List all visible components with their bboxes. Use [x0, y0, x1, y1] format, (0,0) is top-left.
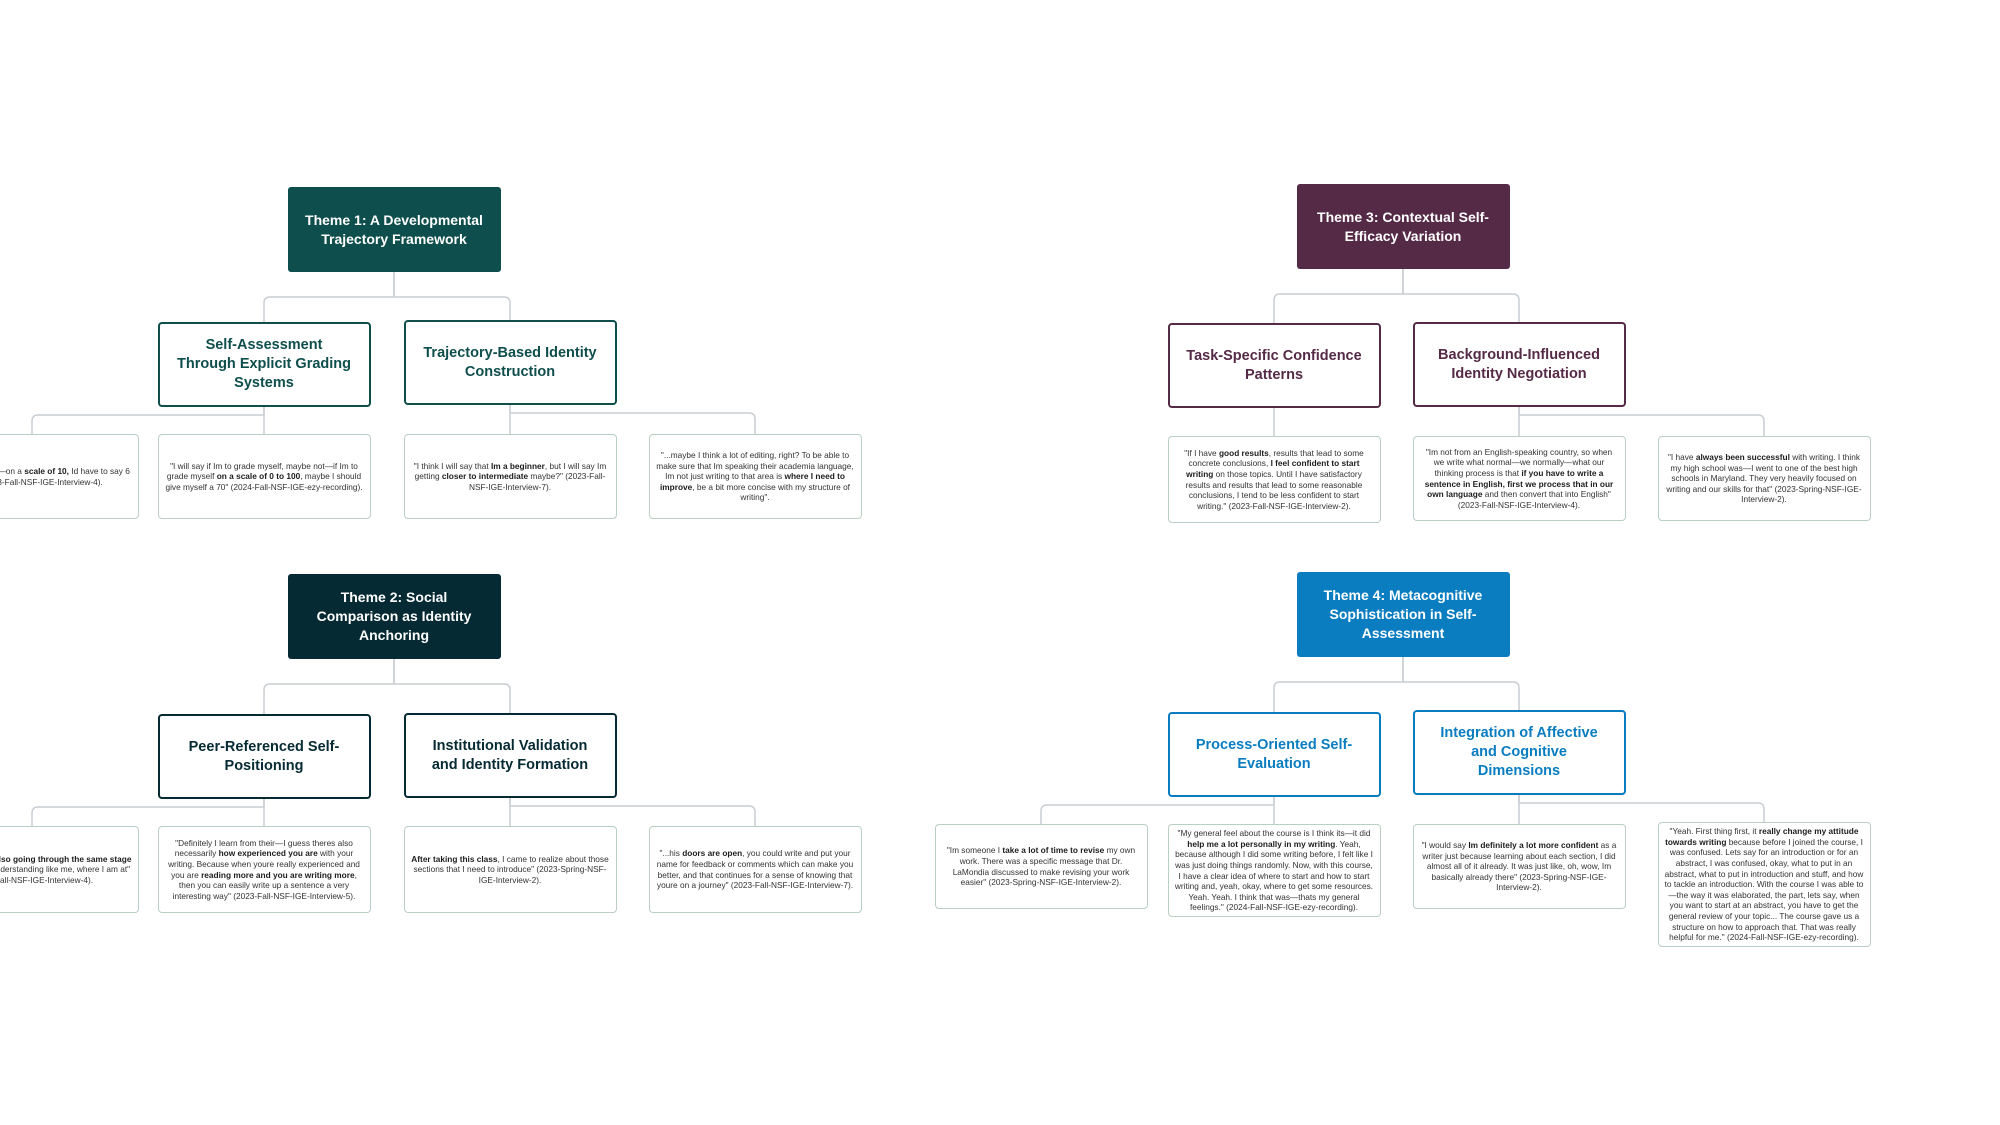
subtheme-node[interactable]: Integration of Affective and Cognitive D… — [1412, 710, 1626, 795]
quote-text: "I think they are also going through the… — [0, 853, 132, 885]
subtheme-node[interactable]: Background-Influenced Identity Negotiati… — [1412, 322, 1626, 407]
theme-node[interactable]: Theme 3: Contextual Self-Efficacy Variat… — [1296, 184, 1510, 269]
connector-corner — [748, 805, 756, 813]
connector-corner — [1040, 804, 1048, 812]
quote-text: "If I have to scale—on a scale of 10, Id… — [0, 465, 130, 487]
connector-corner — [503, 296, 511, 304]
connector-corner — [263, 683, 271, 691]
quote-card[interactable]: "My general feel about the course is I t… — [1167, 824, 1381, 917]
subtheme-node[interactable]: Self-Assessment Through Explicit Grading… — [157, 322, 371, 407]
quote-card[interactable]: "I will say if Im to grade myself, maybe… — [157, 434, 371, 519]
theme-node[interactable]: Theme 1: A Developmental Trajectory Fram… — [287, 187, 501, 272]
quote-text: "Im someone I take a lot of time to revi… — [946, 845, 1136, 888]
connector-corner — [1512, 293, 1520, 301]
quote-text: "I think I will say that Im a beginner, … — [413, 460, 607, 492]
quote-card[interactable]: "I think I will say that Im a beginner, … — [403, 434, 617, 519]
quote-card[interactable]: "Im someone I take a lot of time to revi… — [934, 824, 1148, 909]
theme-node[interactable]: Theme 2: Social Comparison as Identity A… — [287, 574, 501, 659]
subtheme-node[interactable]: Peer-Referenced Self-Positioning — [157, 714, 371, 799]
connector-corner — [503, 683, 511, 691]
subtheme-node[interactable]: Institutional Validation and Identity Fo… — [403, 713, 617, 798]
quote-card[interactable]: "If I have to scale—on a scale of 10, Id… — [0, 434, 139, 519]
quote-card[interactable]: "I think they are also going through the… — [0, 826, 139, 913]
connector-corner — [1273, 293, 1281, 301]
quote-card[interactable]: "I have always been successful with writ… — [1657, 436, 1871, 521]
quote-card[interactable]: "Yeah. First thing first, it really chan… — [1657, 822, 1871, 947]
quote-text: "My general feel about the course is I t… — [1174, 828, 1374, 913]
quote-text: After taking this class, I came to reali… — [411, 853, 609, 885]
quote-text: "Im not from an English-speaking country… — [1424, 446, 1614, 510]
quote-card[interactable]: "Im not from an English-speaking country… — [1412, 436, 1626, 521]
quote-text: "If I have good results, results that le… — [1184, 447, 1364, 511]
quote-text: "Yeah. First thing first, it really chan… — [1664, 826, 1864, 943]
quote-card[interactable]: "I would say Im definitely a lot more co… — [1412, 824, 1626, 909]
quote-text: "I would say Im definitely a lot more co… — [1421, 840, 1617, 893]
quote-text: "...his doors are open, you could write … — [656, 848, 854, 891]
quote-text: "...maybe I think a lot of editing, righ… — [656, 450, 854, 503]
quote-card[interactable]: "...maybe I think a lot of editing, righ… — [648, 434, 862, 519]
connector-corner — [1757, 414, 1765, 422]
connector-corner — [748, 412, 756, 420]
subtheme-node[interactable]: Process-Oriented Self-Evaluation — [1167, 712, 1381, 797]
connector-corner — [1273, 681, 1281, 689]
connector-corner — [263, 296, 271, 304]
theme-node[interactable]: Theme 4: Metacognitive Sophistication in… — [1296, 572, 1510, 657]
subtheme-node[interactable]: Trajectory-Based Identity Construction — [403, 320, 617, 405]
quote-card[interactable]: After taking this class, I came to reali… — [403, 826, 617, 913]
quote-card[interactable]: "...his doors are open, you could write … — [648, 826, 862, 913]
quote-card[interactable]: "Definitely I learn from their—I guess t… — [157, 826, 371, 913]
quote-text: "I will say if Im to grade myself, maybe… — [165, 460, 363, 492]
subtheme-node[interactable]: Task-Specific Confidence Patterns — [1167, 323, 1381, 408]
connector-corner — [31, 414, 39, 422]
connector-corner — [31, 806, 39, 814]
connector-corner — [1757, 802, 1765, 810]
quote-text: "I have always been successful with writ… — [1666, 452, 1862, 505]
connector-corner — [1512, 681, 1520, 689]
quote-card[interactable]: "If I have good results, results that le… — [1167, 436, 1381, 523]
quote-text: "Definitely I learn from their—I guess t… — [168, 837, 360, 901]
